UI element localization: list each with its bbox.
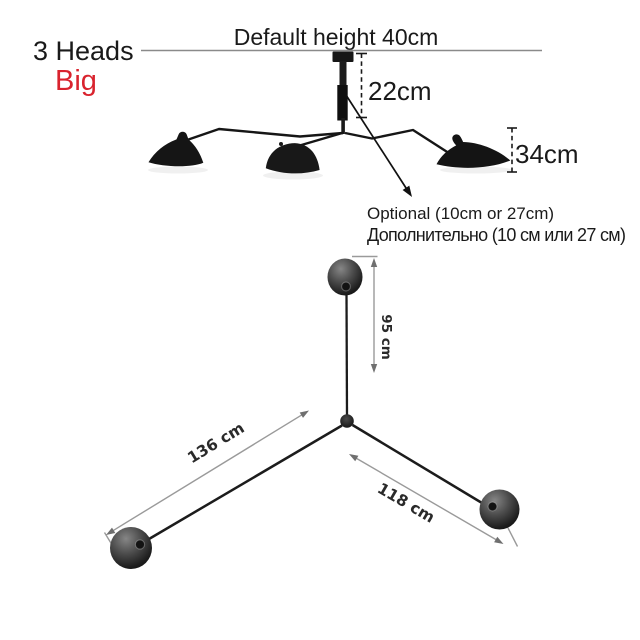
left-ball-knob-ring <box>134 539 146 550</box>
dim-118 <box>349 454 519 547</box>
top-ball-knob-ring <box>341 281 351 292</box>
lamp-side-view <box>148 51 512 180</box>
top-view-hub <box>340 414 354 428</box>
right-ball <box>479 489 520 530</box>
left-lamp-head <box>148 131 204 167</box>
top-ball-knob <box>341 282 351 291</box>
optional-pointer-arrow <box>345 94 412 197</box>
left-arm <box>186 127 344 142</box>
top-view-left-arm <box>148 424 343 541</box>
rod-length-label: 22cm <box>368 76 432 106</box>
shade-dimension-line <box>507 127 517 173</box>
dim-95 <box>352 255 378 373</box>
product-size-label: Big <box>55 65 97 97</box>
middle-lamp-head <box>265 143 320 174</box>
lamp-top-view <box>103 258 520 569</box>
middle-arm <box>297 131 345 148</box>
middle-head-shadow <box>263 171 323 180</box>
right-arm <box>344 128 449 154</box>
lamp-rod-sleeve <box>337 85 348 121</box>
rod-dimension-line <box>356 52 367 119</box>
left-head-shadow <box>148 166 208 174</box>
top-view-right-arm <box>351 423 483 505</box>
optional-label-ru: Дополнительно (10 см или 27 см) <box>367 225 625 245</box>
top-view-stem <box>345 293 349 417</box>
lamp-canopy <box>332 51 354 62</box>
left-ball-knob <box>135 539 145 550</box>
dim-136 <box>106 410 309 535</box>
dim-95-label: 95 cm <box>378 314 394 360</box>
right-ball-knob <box>488 502 497 511</box>
lamp-rod-lower <box>341 118 345 134</box>
product-heads-label: 3 Heads <box>33 36 134 66</box>
left-ball <box>110 527 152 569</box>
default-height-label: Default height 40cm <box>234 24 439 50</box>
shade-height-label: 34cm <box>515 139 579 169</box>
lamp-rod-upper <box>339 61 347 87</box>
top-ball <box>327 258 363 296</box>
middle-head-nub <box>279 142 283 146</box>
optional-label-en: Optional (10cm or 27cm) <box>367 204 554 223</box>
right-ball-knob-ring <box>487 501 498 512</box>
dim-136-label: 136 cm <box>184 419 247 467</box>
right-lamp-head <box>436 134 511 168</box>
right-head-shadow <box>440 166 512 174</box>
